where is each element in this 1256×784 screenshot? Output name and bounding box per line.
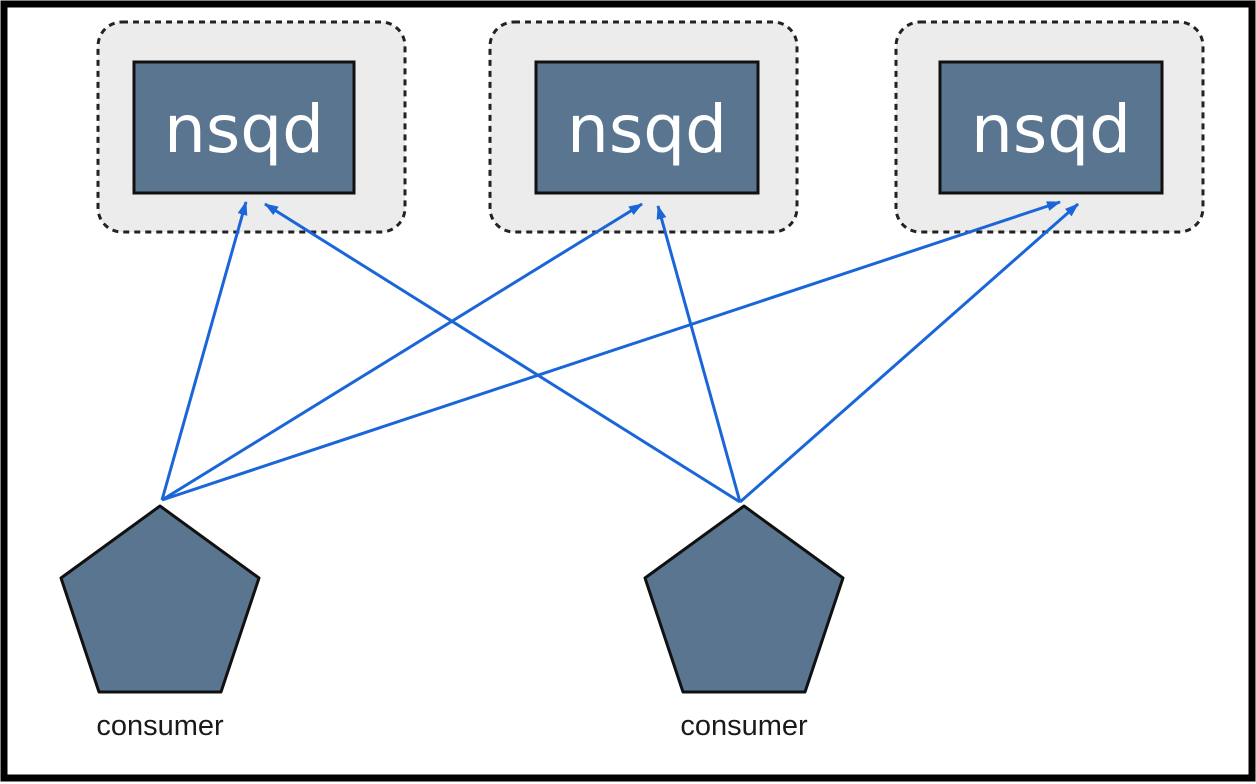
- nsqd-node-2-label: nsqd: [567, 91, 727, 168]
- edge-consumer-2-to-nsqd-3: [739, 202, 1079, 504]
- edge-consumer-2-to-nsqd-2: [656, 205, 742, 503]
- edge-consumer-2-to-nsqd-1: [264, 202, 741, 504]
- nsqd-node-1-label: nsqd: [164, 91, 324, 168]
- edge-consumer-1-to-nsqd-1: [160, 201, 248, 501]
- nsqd-node-3-label: nsqd: [971, 91, 1131, 168]
- nsqd-node-1-box: [132, 60, 356, 195]
- consumer-2-pentagon: [643, 504, 845, 694]
- consumer-1-pentagon: [59, 504, 261, 694]
- nsqd-node-3: nsqd: [894, 20, 1205, 234]
- nsqd-node-2-box: [534, 60, 760, 195]
- consumer-1-label: consumer: [96, 710, 224, 742]
- consumer-2: consumer: [643, 504, 845, 742]
- consumer-2-label: consumer: [680, 710, 808, 742]
- nsqd-node-3-box: [938, 60, 1164, 195]
- nsqd-node-1: nsqd: [96, 20, 407, 234]
- edge-consumer-1-to-nsqd-3: [161, 200, 1061, 502]
- consumer-1: consumer: [59, 504, 261, 742]
- nsqd-node-2: nsqd: [488, 20, 799, 234]
- edge-consumer-1-to-nsqd-2: [161, 202, 643, 502]
- connection-edges: [160, 200, 1079, 504]
